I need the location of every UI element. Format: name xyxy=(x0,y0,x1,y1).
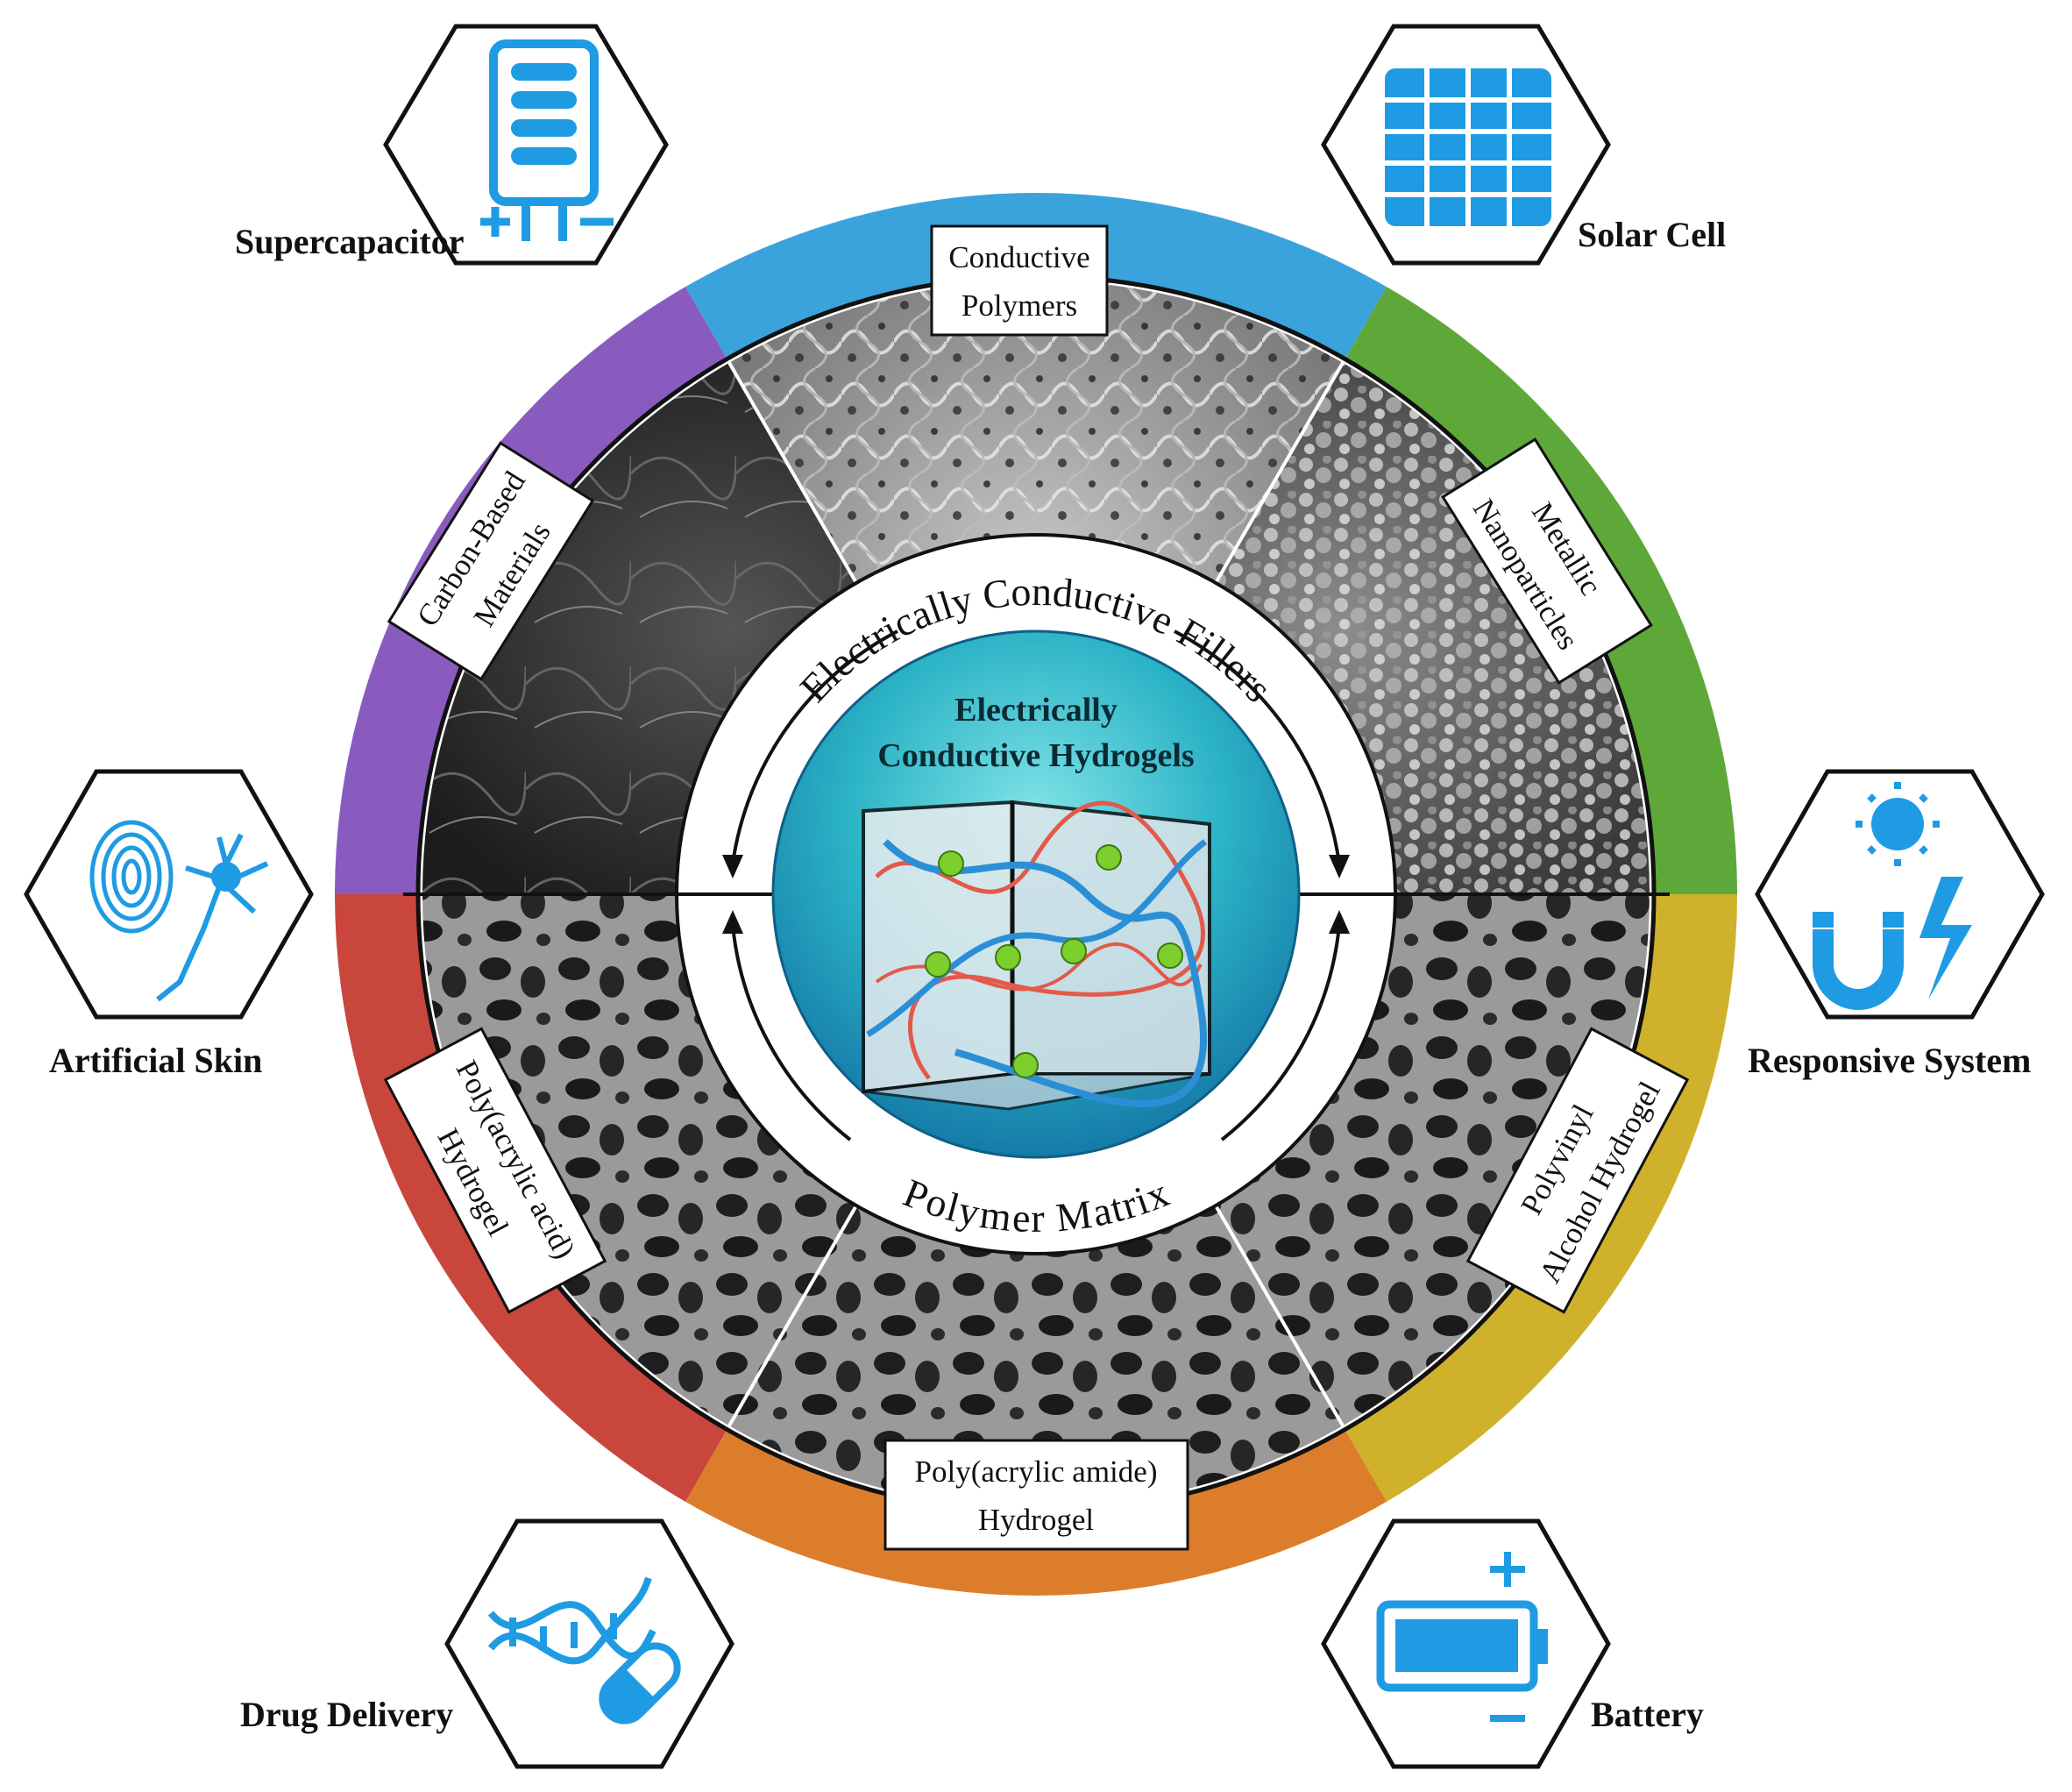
particle xyxy=(1061,938,1087,964)
label-line: Polymers xyxy=(961,288,1077,323)
divider-line xyxy=(727,360,858,584)
divider-line xyxy=(1214,1205,1345,1428)
hydrogel-cube-illustration xyxy=(862,800,1211,1111)
magnet-icon xyxy=(1813,912,1904,1010)
label-box-pam: Poly(acrylic amide) Hydrogel xyxy=(883,1439,1189,1551)
label-drug-delivery: Drug Delivery xyxy=(240,1695,454,1734)
arrow-heads xyxy=(722,855,1350,934)
particle xyxy=(1096,844,1122,871)
label-line: Conductive xyxy=(948,240,1089,274)
hex-responsive-system xyxy=(1755,769,2045,1020)
label-box xyxy=(930,224,1109,337)
label-battery: Battery xyxy=(1591,1695,1704,1734)
arrowhead-icon xyxy=(722,910,743,934)
label-box xyxy=(383,1027,607,1314)
particle xyxy=(1012,1052,1039,1078)
crosslink-particles xyxy=(925,844,1183,1078)
hex-drug-delivery xyxy=(444,1518,734,1769)
arrow-top-right xyxy=(1174,629,1341,864)
cube-floor xyxy=(862,1072,1210,1111)
label-box-conductive-polymers: Conductive Polymers xyxy=(930,224,1109,337)
arrowhead-icon xyxy=(722,855,743,878)
hex-artificial-skin xyxy=(24,769,314,1020)
ring-segment-yellow xyxy=(1345,894,1737,1502)
supercapacitor-icon xyxy=(480,39,614,241)
neuron-icon xyxy=(156,833,269,1002)
label-solar-cell: Solar Cell xyxy=(1578,215,1727,254)
fingerprint-icon xyxy=(89,820,174,934)
ring-segment-green xyxy=(1345,287,1737,894)
polymer-chain-red xyxy=(875,800,1205,1080)
capsule-icon xyxy=(599,1642,681,1724)
label-box xyxy=(387,441,595,681)
arrowhead-icon xyxy=(1329,855,1350,878)
center-title-line1: Electrically xyxy=(954,692,1118,729)
arrow-bottom-right xyxy=(1220,924,1341,1141)
wedge-dividers xyxy=(727,360,1345,1428)
battery-icon xyxy=(1376,1552,1548,1722)
label-responsive-system: Responsive System xyxy=(1748,1041,2032,1080)
label-supercapacitor: Supercapacitor xyxy=(235,222,465,261)
arrowhead-icon xyxy=(1329,910,1350,934)
label-artificial-skin: Artificial Skin xyxy=(49,1041,263,1080)
hex-solar-cell xyxy=(1321,24,1611,266)
sun-icon xyxy=(1856,782,1940,866)
center-title-line2: Conductive Hydrogels xyxy=(877,737,1194,774)
solar-panel-icon xyxy=(1385,68,1551,226)
label-box xyxy=(1465,1027,1690,1314)
ring-segment-purple xyxy=(335,287,727,894)
label-line: Poly(acrylic amide) xyxy=(915,1454,1158,1489)
label-box xyxy=(883,1439,1189,1551)
arrow-bottom-left xyxy=(731,924,852,1141)
hexagon-frame xyxy=(444,1518,734,1769)
particle xyxy=(938,850,964,877)
polymer-chain-blue xyxy=(883,839,1207,1107)
particle xyxy=(995,944,1021,971)
hex-battery xyxy=(1321,1518,1611,1769)
ring-segment-red xyxy=(335,894,727,1502)
label-box xyxy=(1441,437,1653,685)
lightning-icon xyxy=(1919,877,1972,999)
divider-line xyxy=(727,1205,858,1428)
label-line: Hydrogel xyxy=(978,1503,1094,1537)
particle xyxy=(925,951,951,978)
divider-line xyxy=(1214,360,1345,584)
cycle-arrows xyxy=(731,629,1341,1141)
hex-supercapacitor xyxy=(383,24,669,266)
arrow-top-left xyxy=(731,629,898,864)
particle xyxy=(1157,942,1183,969)
polymer-chain-blue xyxy=(866,839,1208,1037)
